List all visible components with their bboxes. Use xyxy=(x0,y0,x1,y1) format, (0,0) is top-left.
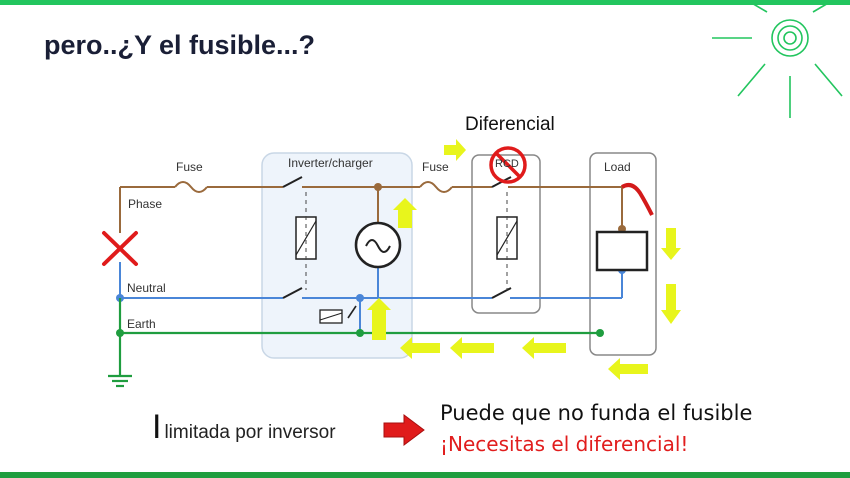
arrow-left-icon xyxy=(450,337,494,359)
fuse-right-label: Fuse xyxy=(422,160,449,174)
diferencial-label: Diferencial xyxy=(465,114,555,135)
red-arrow-icon xyxy=(383,414,425,446)
arrow-down-icon xyxy=(661,284,681,324)
top-accent-bar xyxy=(0,0,850,5)
bottom-accent-bar xyxy=(0,472,850,478)
current-symbol: I xyxy=(152,408,162,446)
current-flow-arrows xyxy=(367,139,681,380)
sun-logo-icon xyxy=(712,1,843,118)
arrow-left-icon xyxy=(400,337,440,359)
broken-phase-x-icon xyxy=(102,231,138,266)
message-line-1: Puede que no funda el fusible xyxy=(440,401,753,425)
inverter-label: Inverter/charger xyxy=(288,156,373,170)
phase-wire xyxy=(119,176,623,233)
prohibited-sign-icon xyxy=(489,146,527,184)
fault-path-icon xyxy=(620,183,654,216)
earth-label: Earth xyxy=(127,317,156,331)
load-label: Load xyxy=(604,160,631,174)
neutral-wire xyxy=(119,262,623,333)
arrow-left-icon xyxy=(522,337,566,359)
arrow-right-icon xyxy=(444,139,466,161)
arrow-up-icon xyxy=(393,198,417,228)
rcd-box xyxy=(471,154,541,314)
phase-label: Phase xyxy=(128,197,162,211)
message-line-2: ¡Necesitas el diferencial! xyxy=(440,432,689,456)
arrow-down-icon xyxy=(661,228,681,260)
load-icon xyxy=(595,230,649,272)
arrow-up-icon xyxy=(367,298,391,340)
current-text: limitada por inversor xyxy=(164,422,336,443)
rcd-label: RCD xyxy=(495,158,519,170)
fuse-left-label: Fuse xyxy=(176,160,203,174)
neutral-label: Neutral xyxy=(127,281,166,295)
slide-title: pero..¿Y el fusible...? xyxy=(44,30,316,60)
load-box xyxy=(589,152,657,356)
arrow-left-icon xyxy=(608,358,648,380)
